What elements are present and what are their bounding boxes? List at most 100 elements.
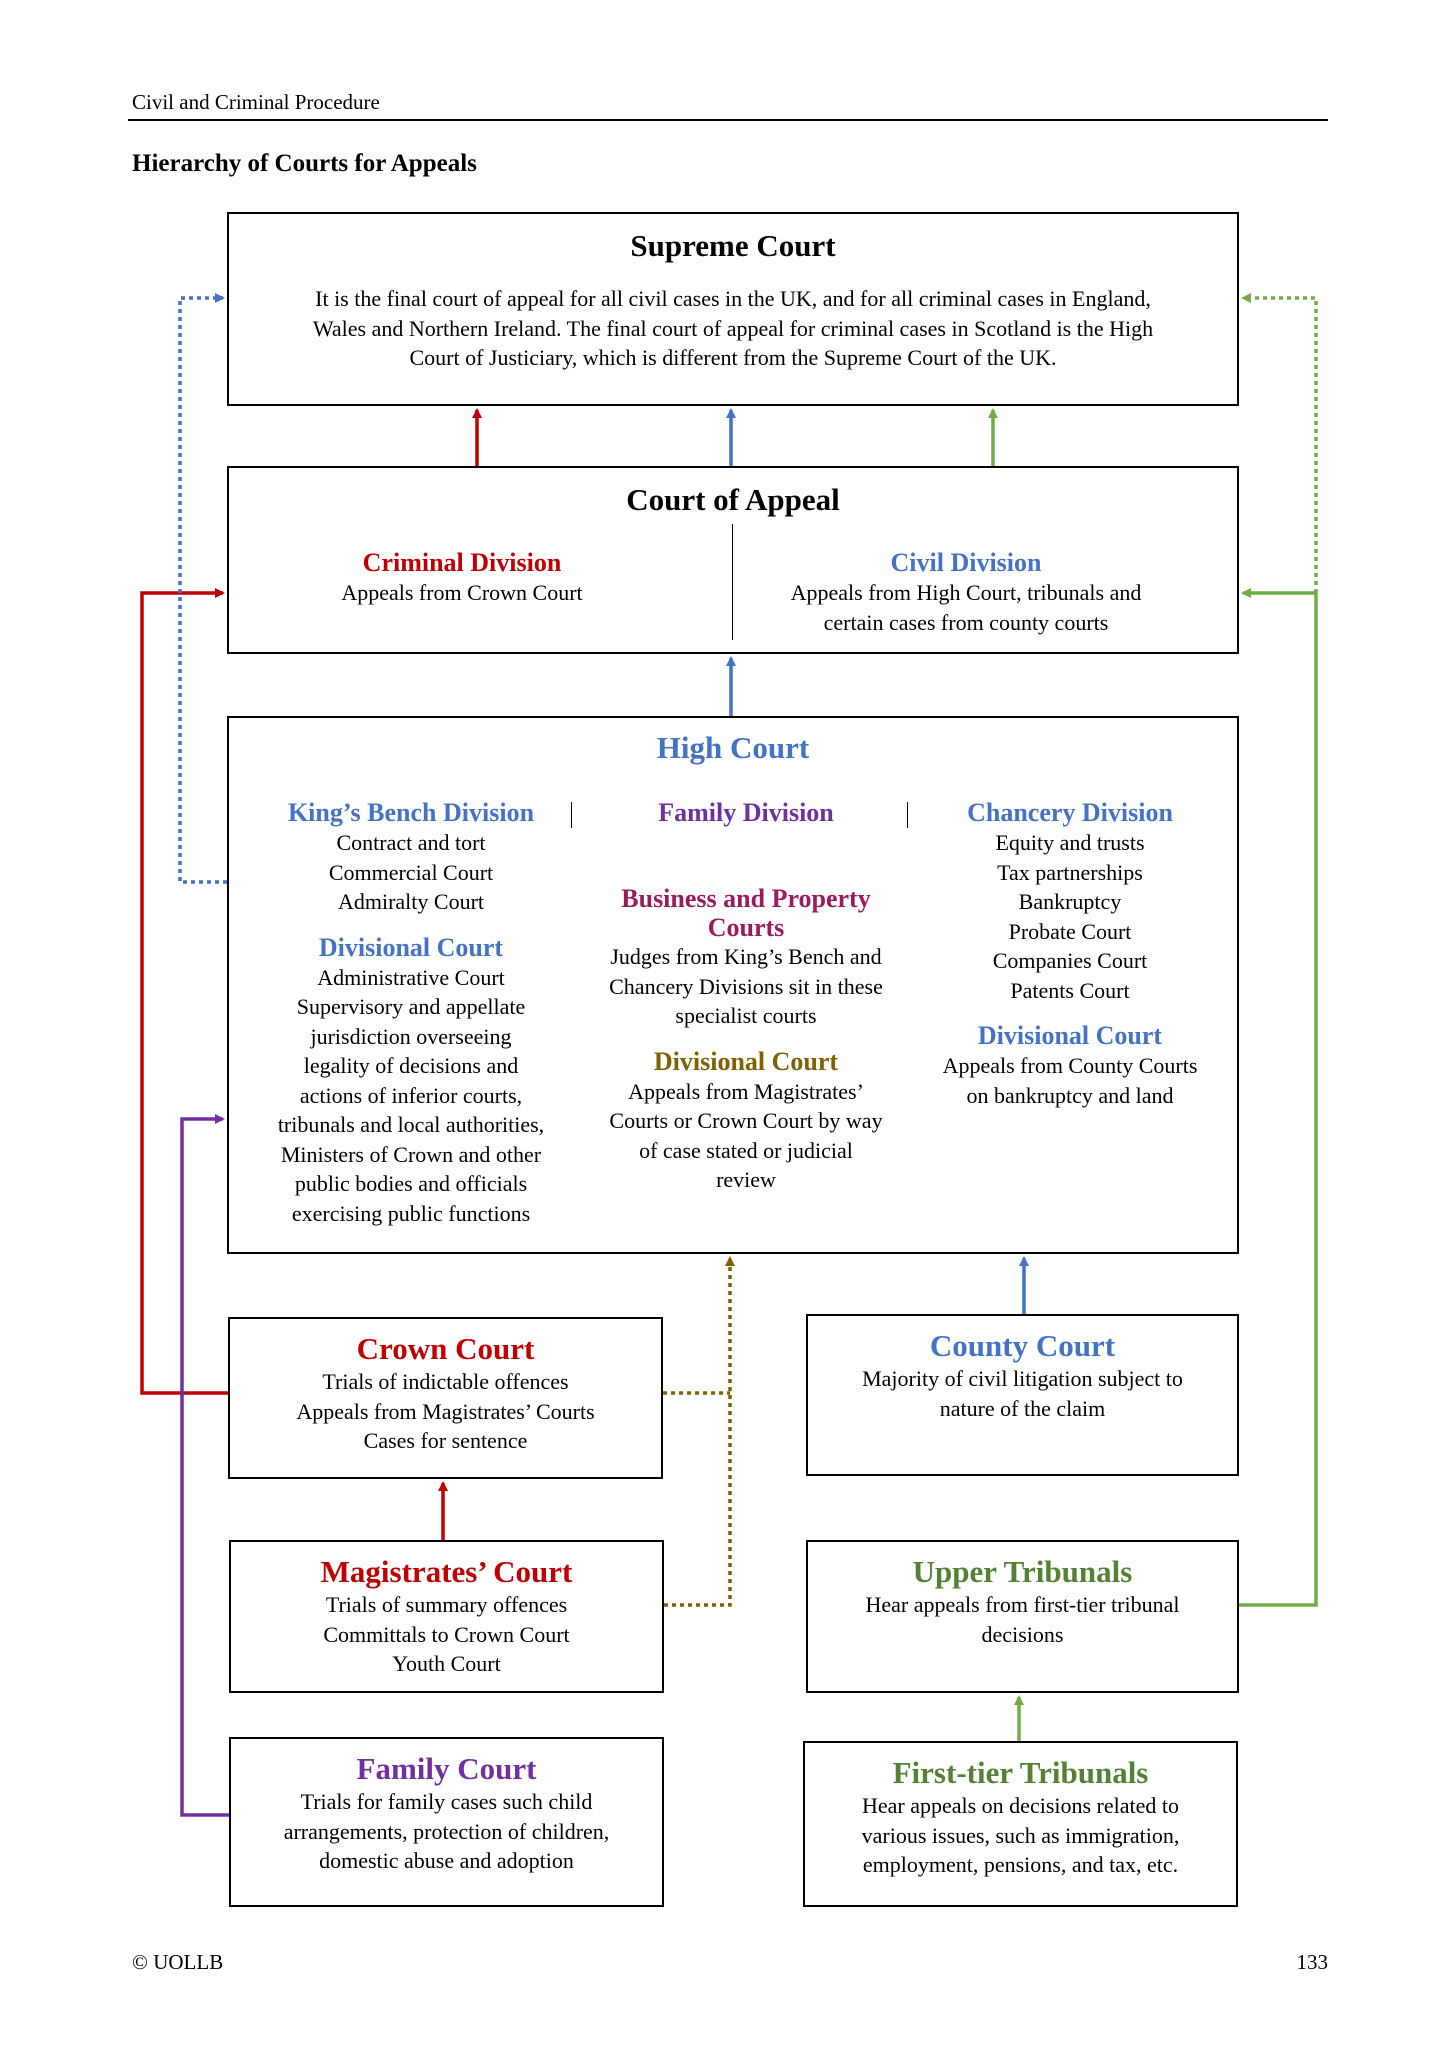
text-line: Supervisory and appellate: [296, 994, 526, 1019]
text-line: exercising public functions: [291, 1200, 531, 1226]
kings-bench-title: King’s Bench Division: [287, 798, 535, 827]
text-line: Judges from King’s Bench and: [610, 944, 882, 969]
family-division-title: Family Division: [658, 798, 834, 827]
text-line: Patents Court: [1010, 977, 1130, 1003]
text-line: Majority of civil litigation subject to: [862, 1366, 1183, 1391]
arrow-magistrates-to-high-dotted: [664, 1256, 735, 1607]
text-line: Appeals from Crown Court: [341, 580, 583, 605]
text-line: Bankruptcy: [1018, 889, 1122, 914]
text-line: It is the final court of appeal for all …: [315, 286, 1151, 311]
text-line: various issues, such as immigration,: [861, 1822, 1180, 1848]
footer-page-number: 133: [1296, 1950, 1329, 1974]
text-line: Hear appeals on decisions related to: [861, 1793, 1180, 1818]
text-line: tribunals and local authorities,: [277, 1112, 545, 1137]
criminal-division-title: Criminal Division: [362, 548, 562, 577]
text-line: employment, pensions, and tax, etc.: [862, 1852, 1179, 1877]
family-court-title: Family Court: [356, 1751, 537, 1786]
text-line: Committals to Crown Court: [323, 1621, 570, 1647]
text-line: Wales and Northern Ireland. The final co…: [312, 315, 1154, 341]
text-line: arrangements, protection of children,: [283, 1818, 610, 1844]
text-line: Trials for family cases such child: [300, 1789, 593, 1814]
supreme-court-title: Supreme Court: [630, 228, 836, 263]
arrow-family-to-high: [180, 1114, 229, 1817]
text-line: certain cases from county courts: [823, 609, 1109, 635]
civil-division: Civil Division Appeals from High Court, …: [741, 548, 1191, 637]
first-tier-tribunals-title: First-tier Tribunals: [892, 1755, 1149, 1790]
court-of-appeal-title: Court of Appeal: [626, 482, 840, 517]
text-line: Contract and tort: [336, 830, 486, 855]
family-court-box: Family Court Trials for family cases suc…: [229, 1737, 664, 1907]
text-line: specialist courts: [675, 1003, 817, 1028]
high-court-box: High Court King’s Bench Division Contrac…: [227, 716, 1239, 1254]
text-line: Courts: [707, 913, 785, 942]
text-line: Administrative Court: [317, 964, 505, 990]
supreme-court-text: It is the final court of appeal for all …: [229, 284, 1237, 373]
chancery-title: Chancery Division: [967, 798, 1173, 827]
kb-divisional-court-title: Divisional Court: [318, 932, 504, 962]
fam-divisional-court-title: Divisional Court: [653, 1046, 839, 1076]
text-line: legality of decisions and: [303, 1053, 519, 1078]
supreme-court-box: Supreme Court It is the final court of a…: [227, 212, 1239, 406]
civil-division-text: Appeals from High Court, tribunals and ce…: [741, 578, 1191, 637]
text-line: Youth Court: [392, 1651, 501, 1676]
text-line: decisions: [981, 1621, 1064, 1647]
text-line: Appeals from Magistrates’: [628, 1078, 864, 1104]
text-line: Probate Court: [1008, 918, 1132, 944]
text-line: Tax partnerships: [997, 859, 1143, 885]
ch-divisional-court-title: Divisional Court: [977, 1021, 1163, 1050]
text-line: Appeals from County Courts: [942, 1053, 1198, 1078]
text-line: Hear appeals from first-tier tribunal: [865, 1592, 1180, 1617]
page-title: Hierarchy of Courts for Appeals: [132, 150, 477, 177]
text-line: on bankruptcy and land: [966, 1082, 1174, 1108]
header-rule: [128, 119, 1328, 121]
arrow-appeal-to-supreme-dotted: [1241, 293, 1318, 593]
text-line: review: [716, 1167, 776, 1192]
text-line: actions of inferior courts,: [299, 1082, 523, 1108]
text-line: of case stated or judicial: [639, 1137, 853, 1163]
running-header: Civil and Criminal Procedure: [132, 90, 380, 114]
first-tier-tribunals-box: First-tier Tribunals Hear appeals on dec…: [803, 1741, 1238, 1907]
first-tier-tribunals-text: Hear appeals on decisions related to vari…: [805, 1791, 1236, 1880]
upper-tribunals-title: Upper Tribunals: [912, 1554, 1133, 1589]
criminal-division: Criminal Division Appeals from Crown Cou…: [249, 548, 675, 608]
criminal-division-text: Appeals from Crown Court: [249, 578, 675, 608]
text-line: Court of Justiciary, which is different …: [409, 345, 1057, 370]
text-line: Admiralty Court: [337, 889, 485, 914]
text-line: Chancery Divisions sit in these: [609, 973, 883, 999]
arrow-high-to-supreme-dotted: [178, 293, 227, 884]
text-line: Equity and trusts: [995, 830, 1145, 855]
text-line: domestic abuse and adoption: [319, 1848, 574, 1873]
high-court-separator-left: [571, 802, 572, 828]
arrow-upper-to-appeal: [1239, 588, 1318, 1607]
text-line: Commercial Court: [328, 859, 494, 885]
county-court-box: County Court Majority of civil litigatio…: [806, 1314, 1239, 1476]
text-line: Cases for sentence: [363, 1428, 528, 1453]
family-court-text: Trials for family cases such child arrang…: [231, 1787, 662, 1876]
high-court-separator-right: [907, 802, 908, 828]
upper-tribunals-text: Hear appeals from first-tier tribunal dec…: [808, 1590, 1237, 1649]
high-court-title: High Court: [656, 730, 810, 765]
division-separator: [732, 524, 733, 640]
court-of-appeal-box: Court of Appeal Criminal Division Appeal…: [227, 466, 1239, 654]
magistrates-court-title: Magistrates’ Court: [320, 1554, 573, 1589]
text-line: Trials of indictable offences: [322, 1369, 569, 1394]
arrow-crown-to-appeal: [140, 588, 228, 1395]
ch-divisional-court-text: Appeals from County Courts on bankruptcy …: [913, 1051, 1227, 1110]
crown-court-box: Crown Court Trials of indictable offence…: [228, 1317, 663, 1479]
text-line: Trials of summary offences: [325, 1592, 568, 1617]
text-line: Appeals from High Court, tribunals and: [790, 580, 1142, 605]
county-court-title: County Court: [929, 1328, 1116, 1363]
text-line: Business and Property: [621, 884, 871, 913]
upper-tribunals-box: Upper Tribunals Hear appeals from first-…: [806, 1540, 1239, 1693]
text-line: jurisdiction overseeing: [310, 1023, 512, 1049]
